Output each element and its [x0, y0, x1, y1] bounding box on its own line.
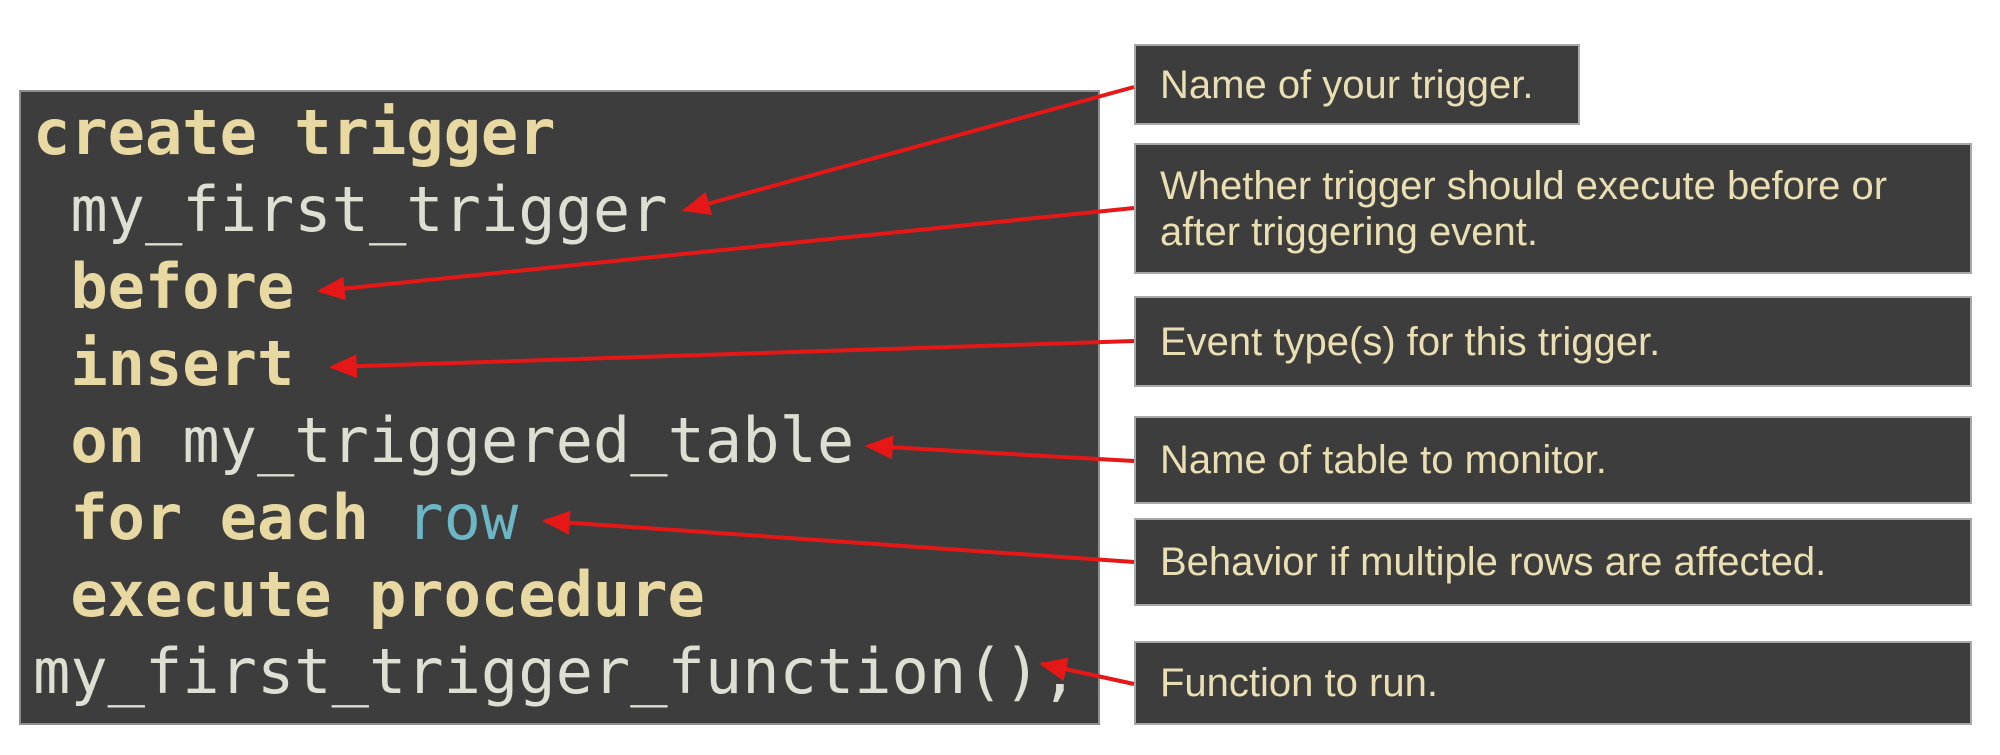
sql-code-block: create trigger my_first_trigger before i… [19, 90, 1100, 725]
code-token-row: row [406, 481, 519, 554]
note-trigger-name-text: Name of your trigger. [1160, 62, 1534, 107]
code-token-before: before [33, 250, 295, 323]
code-token-table-name: my_triggered_table [182, 404, 855, 477]
note-row-behavior-text: Behavior if multiple rows are affected. [1160, 540, 1827, 584]
code-line-function-call: my_first_trigger_function(); [33, 633, 1098, 710]
code-token-insert: insert [33, 327, 295, 400]
note-before-after: Whether trigger should execute before or… [1134, 143, 1972, 274]
note-table-name: Name of table to monitor. [1134, 416, 1972, 504]
code-token-create-trigger: create trigger [33, 96, 556, 169]
code-token-on: on [33, 404, 183, 477]
code-line-on-table: on my_triggered_table [33, 402, 1098, 479]
code-token-for-each: for each [33, 481, 407, 554]
note-before-after-text: Whether trigger should execute before or… [1160, 163, 1888, 254]
note-row-behavior: Behavior if multiple rows are affected. [1134, 518, 1972, 606]
note-trigger-name: Name of your trigger. [1134, 44, 1580, 125]
code-line-before: before [33, 248, 1098, 325]
code-token-execute-procedure: execute procedure [33, 558, 705, 631]
note-function-text: Function to run. [1160, 661, 1438, 705]
code-line-insert: insert [33, 325, 1098, 402]
code-line-for-each-row: for each row [33, 479, 1098, 556]
code-line-create-trigger: create trigger [33, 94, 1098, 171]
note-table-name-text: Name of table to monitor. [1160, 438, 1607, 482]
note-event-type: Event type(s) for this trigger. [1134, 296, 1972, 387]
code-token-function-call: my_first_trigger_function(); [33, 635, 1079, 708]
code-line-execute-procedure: execute procedure [33, 556, 1098, 633]
note-function: Function to run. [1134, 641, 1972, 725]
code-token-trigger-name: my_first_trigger [33, 173, 668, 246]
code-line-trigger-name: my_first_trigger [33, 171, 1098, 248]
note-event-type-text: Event type(s) for this trigger. [1160, 319, 1661, 364]
